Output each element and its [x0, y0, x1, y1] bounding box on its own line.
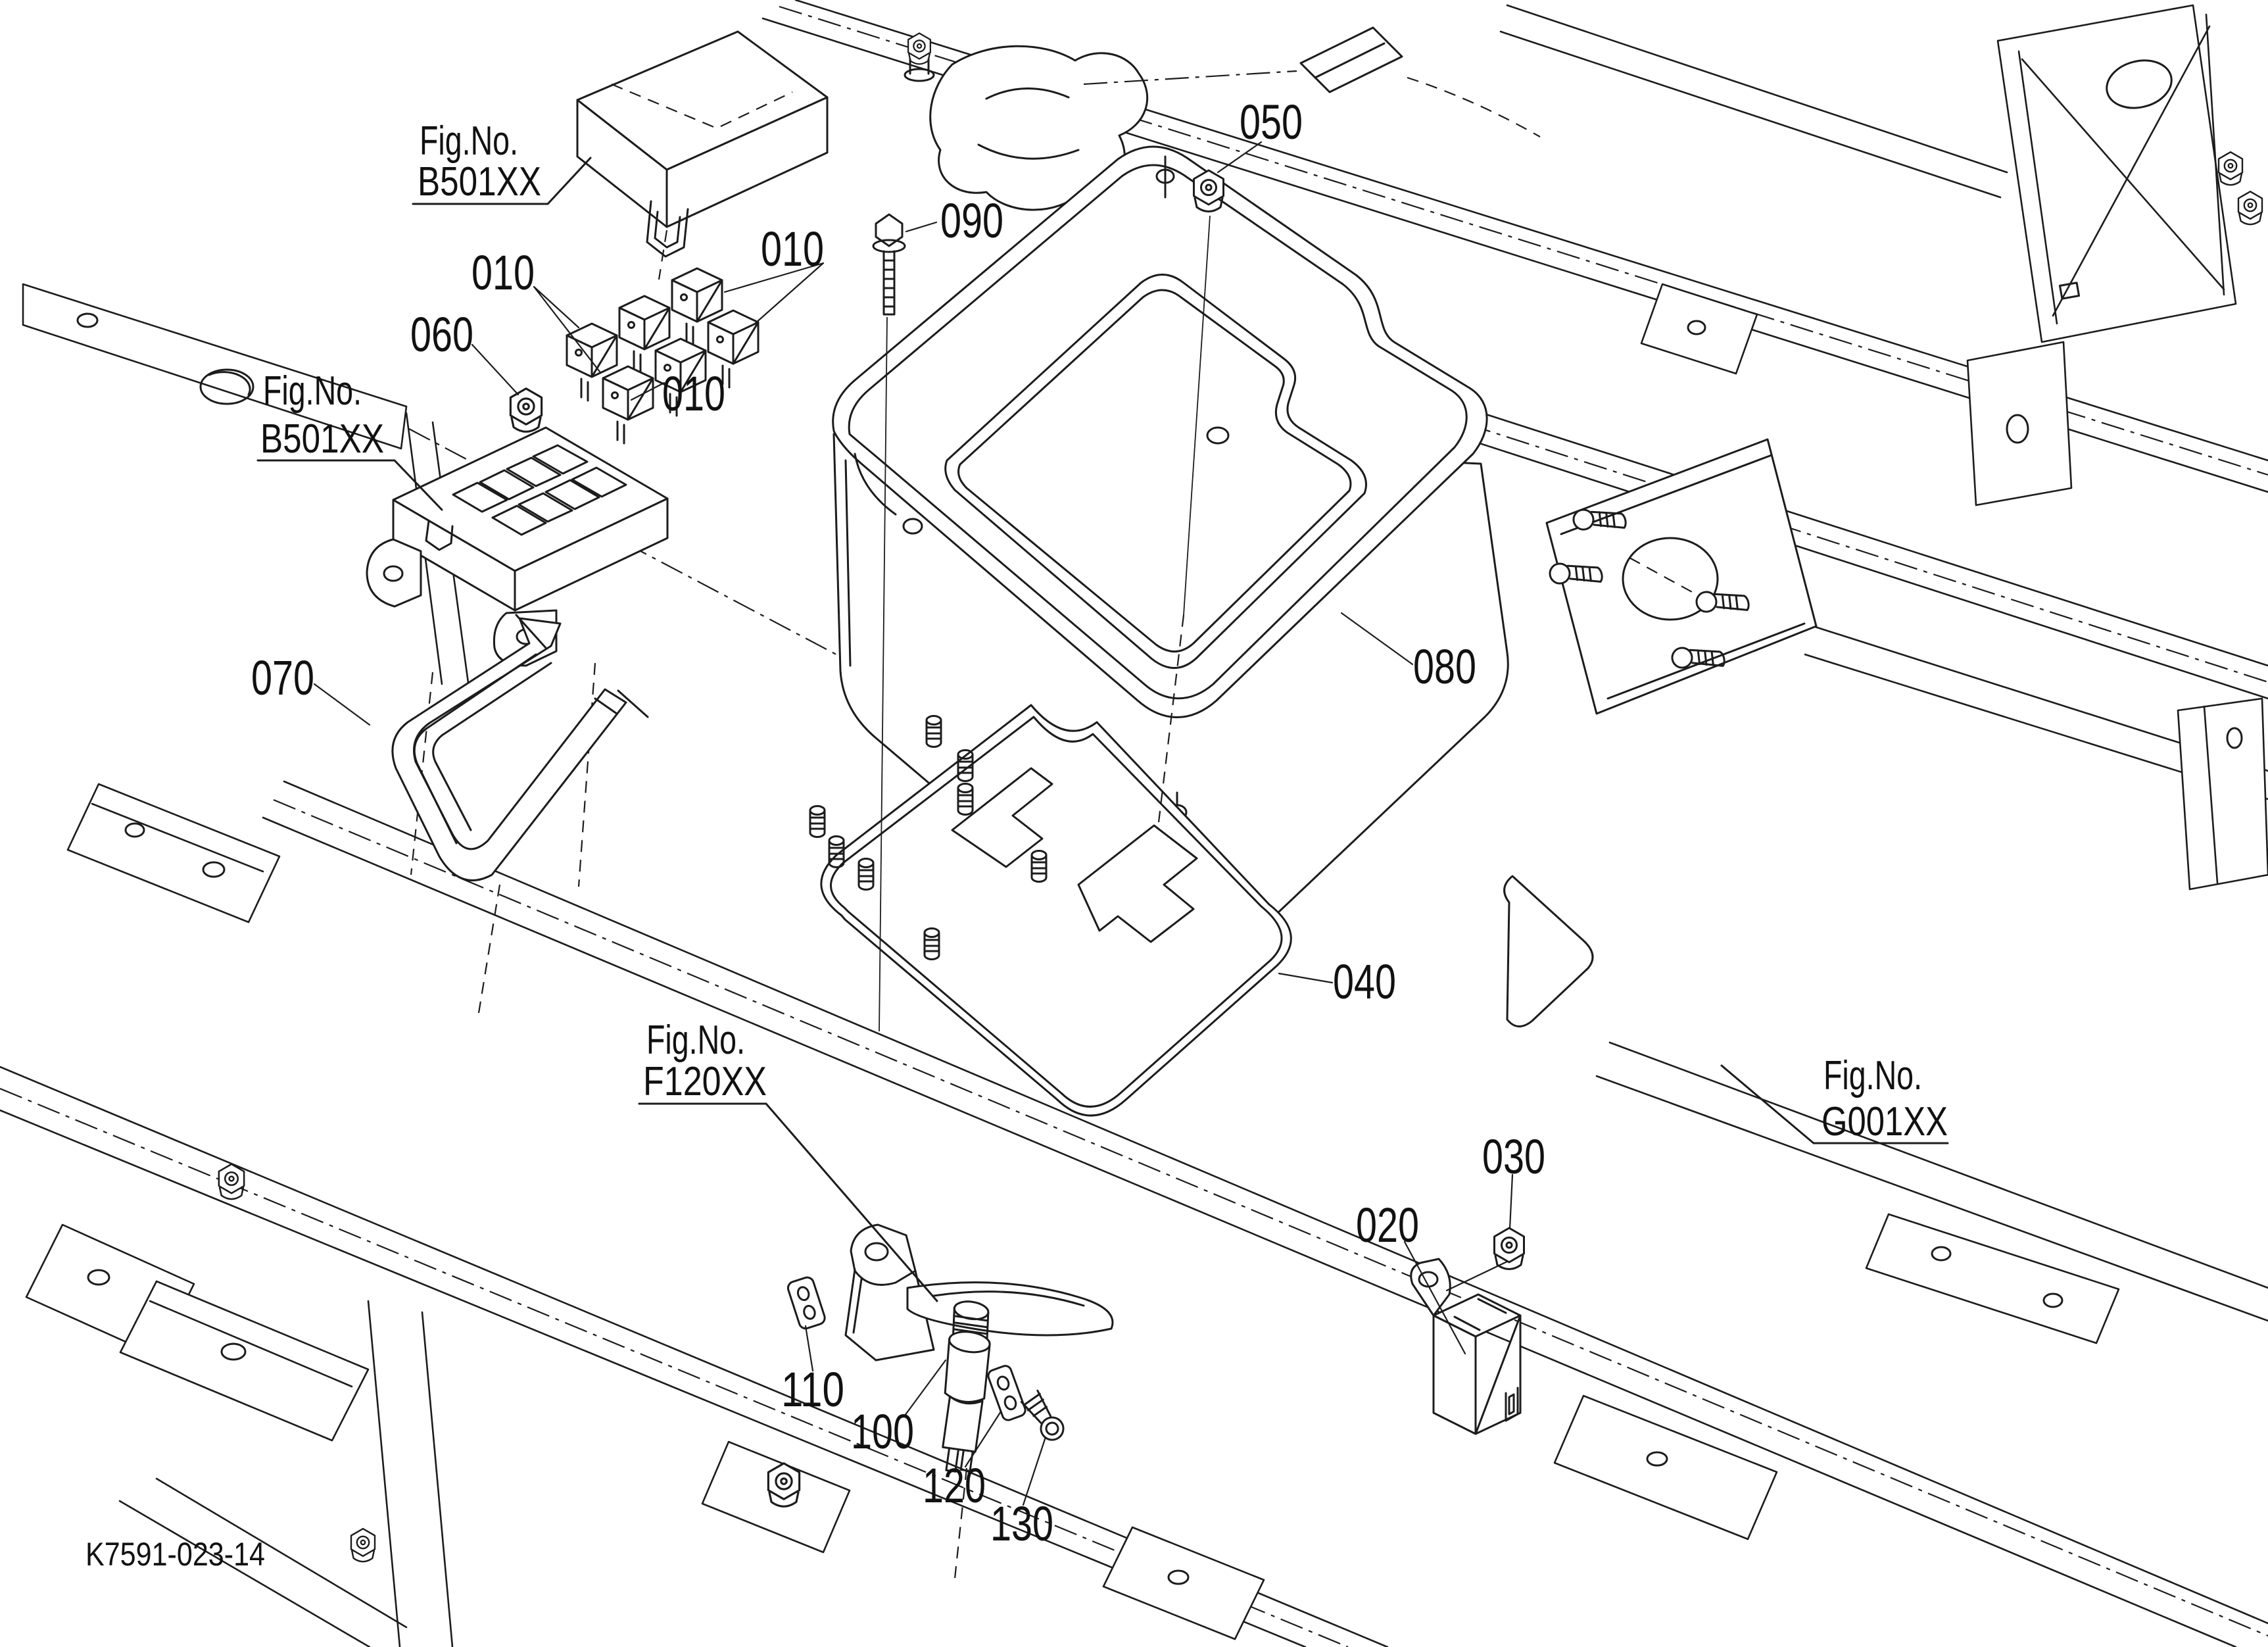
callout-100: 100	[851, 1404, 914, 1459]
clip-110	[786, 1276, 826, 1330]
figref-f120-line1: Fig.No.	[646, 1018, 745, 1063]
storage-tray-080	[832, 145, 1594, 1027]
callout-070: 070	[251, 651, 314, 705]
callout-050: 050	[1240, 95, 1303, 149]
bracket-f120	[844, 1223, 1114, 1362]
callout-020: 020	[1356, 1198, 1419, 1252]
callout-120: 120	[923, 1458, 986, 1513]
figref-b501-top-line1: Fig.No.	[420, 118, 518, 164]
callout-110: 110	[781, 1362, 844, 1417]
pressure-switch-100	[942, 1300, 991, 1473]
figref-g001-line1: Fig.No.	[1823, 1053, 1922, 1098]
assembly-reference-lines	[879, 215, 1211, 1032]
bolt-130	[1020, 1389, 1065, 1441]
callout-labels: 010 010 010 060 070 090 050 080 040 030 …	[251, 95, 1545, 1551]
plate-120	[987, 1365, 1026, 1421]
bolt-090	[872, 213, 906, 316]
tray-handle-slot	[1503, 875, 1594, 1027]
figref-b501-top-line2: B501XX	[418, 159, 541, 205]
fuse-box-cover	[576, 30, 829, 258]
callout-030: 030	[1482, 1129, 1545, 1184]
callout-leaders	[256, 141, 1949, 1506]
top-casting-assembly	[904, 26, 1541, 211]
callout-080: 080	[1413, 639, 1476, 694]
callout-010-upper-left: 010	[471, 245, 535, 300]
drawing-number: K7591-023-14	[85, 1536, 265, 1573]
callout-010-lower: 010	[662, 366, 725, 421]
mounting-plate-040	[809, 704, 1292, 1117]
figref-g001-line2: G001XX	[1822, 1099, 1948, 1144]
callout-130: 130	[990, 1496, 1053, 1551]
relay-020	[1410, 1258, 1522, 1435]
figref-b501-left-line2: B501XX	[260, 416, 384, 462]
callout-090: 090	[940, 193, 1003, 248]
figref-f120-line2: F120XX	[643, 1059, 767, 1104]
figref-b501-left-line1: Fig.No.	[263, 368, 362, 414]
callout-040: 040	[1333, 954, 1396, 1009]
fuse-box-base	[366, 426, 669, 667]
relay-holder-070	[391, 614, 649, 881]
figure-reference-labels: Fig.No. B501XX Fig.No. B501XX Fig.No. F1…	[260, 118, 1948, 1144]
callout-060: 060	[410, 307, 473, 362]
callout-010-upper-right: 010	[761, 222, 824, 276]
panel-with-hole	[1545, 438, 1818, 715]
